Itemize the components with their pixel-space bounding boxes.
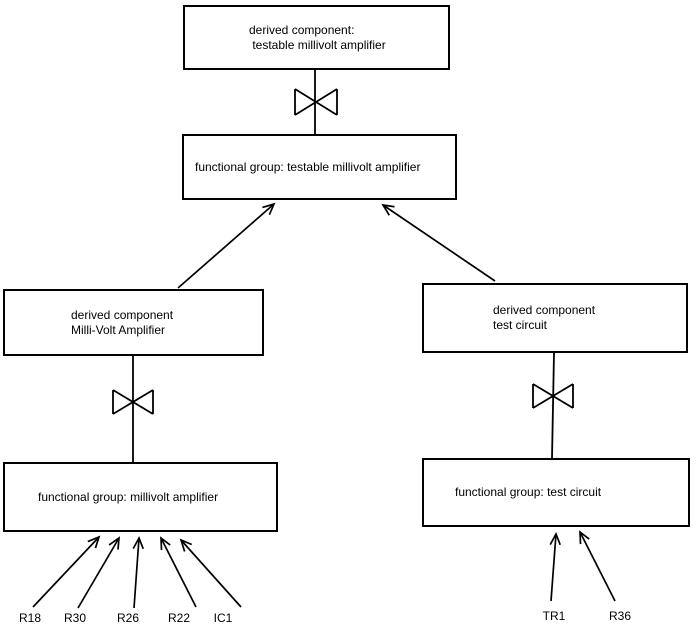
bowtie-icon [112, 389, 154, 415]
node-text-line: functional group: millivolt amplifier [38, 489, 219, 504]
node-text-line: functional group: test circuit [455, 485, 602, 499]
node-text-line: Milli-Volt Amplifier [71, 322, 166, 337]
edge-derived-test-to-fg-testable [381, 203, 496, 282]
node-derived-component-testable-mv-amplifier: derived component: testable millivolt am… [183, 5, 450, 70]
edge-r36-to-fg-test [579, 530, 616, 602]
node-text-line: test circuit [493, 318, 548, 332]
node-functional-group-test-circuit: functional group: test circuit [422, 458, 690, 527]
leaf-label-ic1: IC1 [213, 611, 233, 625]
edge-r18-to-fg-mv [32, 535, 101, 608]
node-derived-component-test-circuit: derived component test circuit [422, 283, 688, 353]
edge-fg-test-to-derived-test [551, 352, 555, 459]
leaf-label-r30: R30 [63, 611, 87, 625]
leaf-label-r26: R26 [116, 611, 140, 625]
edge-r22-to-fg-mv [160, 536, 197, 608]
edge-ic1-to-fg-mv [179, 538, 242, 608]
bowtie-icon [532, 383, 574, 409]
edge-derived-mv-to-fg-testable [177, 202, 276, 289]
node-functional-group-millivolt-amplifier: functional group: millivolt amplifier [3, 462, 278, 532]
node-text-line: derived component: [249, 22, 355, 37]
node-text-line: derived component [493, 303, 596, 317]
edge-r26-to-fg-mv [132, 535, 145, 609]
node-derived-component-milli-volt-amplifier: derived component Milli-Volt Amplifier [3, 289, 264, 356]
edge-r30-to-fg-mv [77, 536, 121, 609]
edge-tr1-to-fg-test [549, 531, 561, 602]
bowtie-icon [294, 88, 338, 116]
leaf-label-r22: R22 [167, 611, 191, 625]
leaf-label-r36: R36 [608, 609, 632, 623]
leaf-label-r18: R18 [18, 611, 42, 625]
leaf-label-tr1: TR1 [542, 609, 566, 623]
node-text-line: derived component [71, 307, 174, 322]
node-text-line: testable millivolt amplifier [249, 37, 386, 52]
node-functional-group-testable-mv-amplifier: functional group: testable millivolt amp… [182, 134, 457, 200]
node-text-line: functional group: testable millivolt amp… [195, 159, 421, 174]
